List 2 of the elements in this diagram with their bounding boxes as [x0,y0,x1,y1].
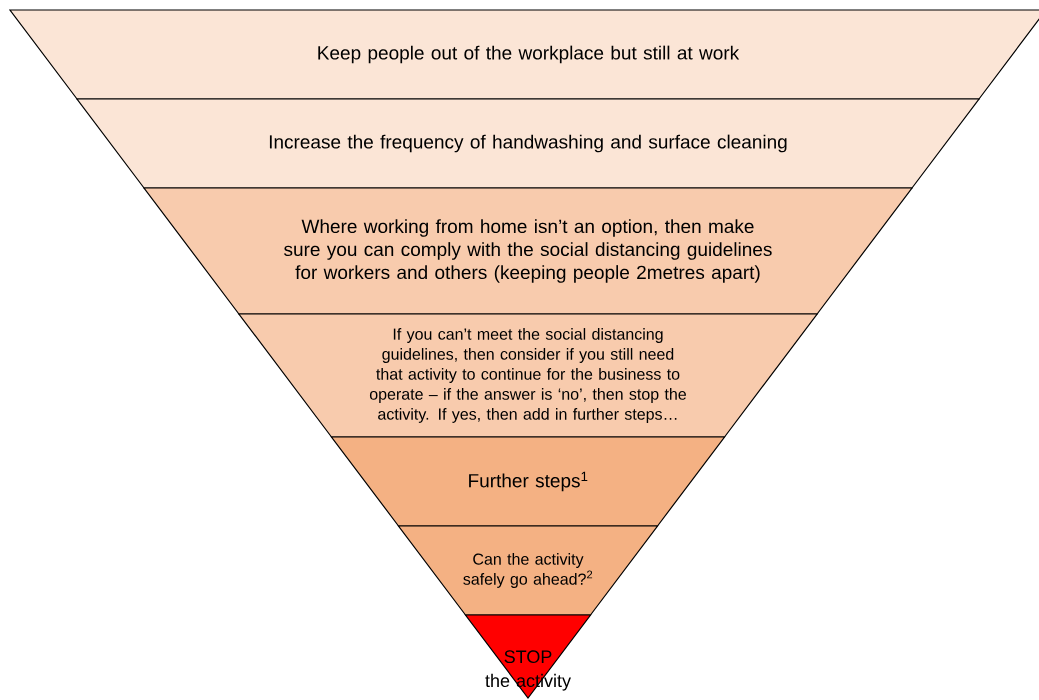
band: Can the activity safely go ahead?$^{2}$ [397,525,659,616]
band: Further steps$^{1}$ [330,436,726,527]
